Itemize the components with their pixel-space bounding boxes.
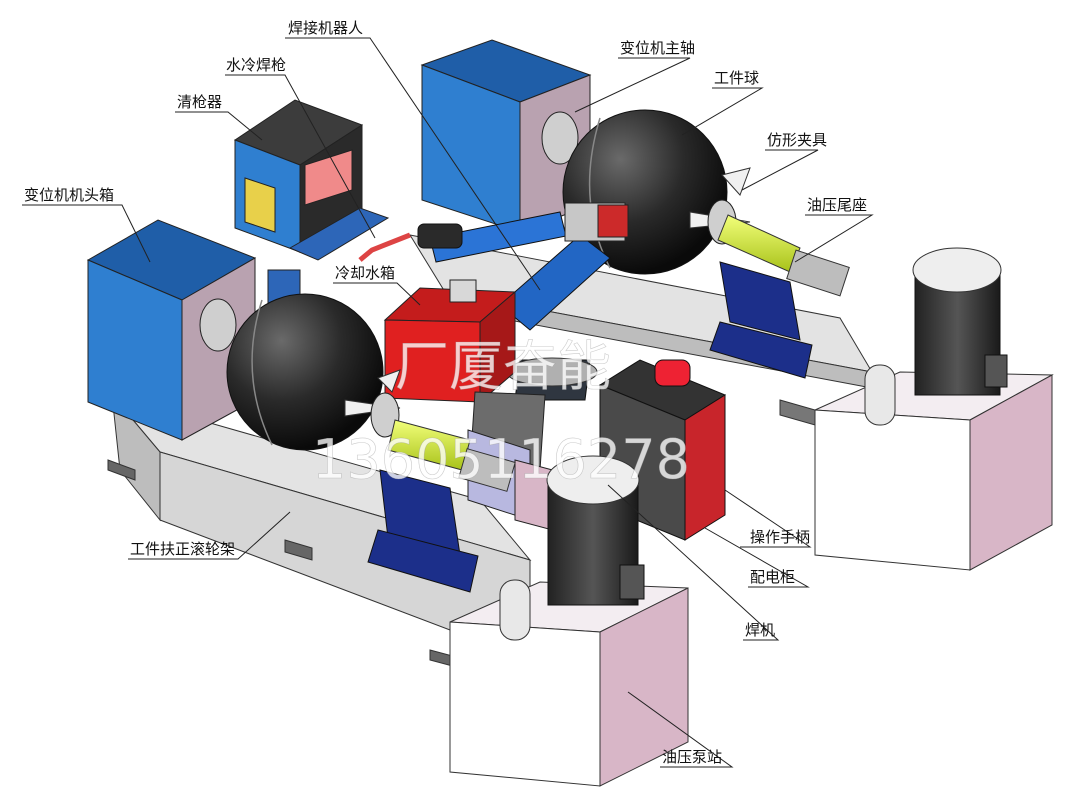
- label-hydraulic-station: 油压泵站: [662, 748, 722, 766]
- front-hydraulic-station: [449, 455, 689, 787]
- label-positioner-headstock: 变位机机头箱: [24, 186, 114, 204]
- front-tailstock: [367, 419, 516, 593]
- cooling-water-tank: [383, 279, 517, 404]
- label-hydraulic-tailstock: 油压尾座: [807, 196, 867, 214]
- label-welding-robot: 焊接机器人: [288, 19, 363, 37]
- welding-robot: [358, 202, 629, 401]
- front-workpiece: [226, 293, 401, 451]
- callout-labels: 焊接机器人 水冷焊枪 清枪器 变位机机头箱 变位机主轴 工件球 仿形夹具 油压尾…: [24, 19, 867, 766]
- torch-cleaner: [233, 99, 390, 346]
- back-headstock: [420, 39, 592, 233]
- label-control-handle: 操作手柄: [750, 528, 810, 546]
- watermark-company: 厂厦奋能: [395, 335, 611, 398]
- leader-lines: [22, 37, 874, 768]
- back-tailstock: [709, 214, 850, 379]
- label-torch-cleaner: 清枪器: [177, 93, 222, 111]
- label-workpiece-ball: 工件球: [714, 69, 759, 87]
- watermark-phone: 13605116278: [312, 428, 690, 491]
- label-welder: 焊机: [745, 621, 775, 639]
- label-roller-frame: 工件扶正滚轮架: [130, 540, 235, 558]
- label-power-cabinet: 配电柜: [750, 568, 795, 586]
- label-profiling-fixture: 仿形夹具: [767, 131, 827, 149]
- front-headstock: [86, 219, 257, 441]
- label-positioner-spindle: 变位机主轴: [620, 39, 695, 57]
- watermark: 厂厦奋能 13605116278: [312, 335, 691, 492]
- label-cooling-water-tank: 冷却水箱: [335, 264, 395, 282]
- label-water-cooled-torch: 水冷焊枪: [226, 56, 286, 74]
- back-hydraulic-station: [814, 247, 1054, 571]
